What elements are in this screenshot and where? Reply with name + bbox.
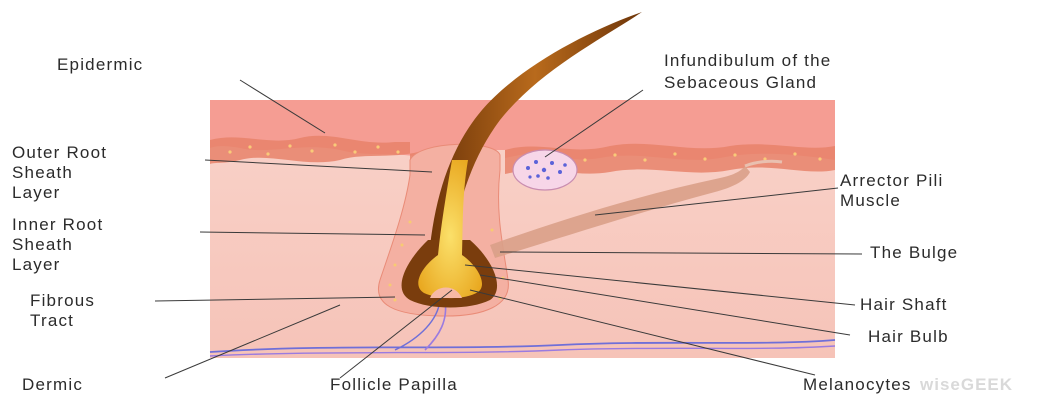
label-infundibulum-line2: Sebaceous Gland xyxy=(664,73,817,92)
label-dermic: Dermic xyxy=(22,375,83,394)
label-arrector-line1: Arrector Pili xyxy=(840,171,943,190)
label-epidermic: Epidermic xyxy=(57,55,143,74)
label-infundibulum-line1: Infundibulum of the xyxy=(664,51,831,70)
label-melanocytes: Melanocytes xyxy=(803,375,912,394)
label-outer-root-line1: Outer Root xyxy=(12,143,107,162)
label-hair-shaft: Hair Shaft xyxy=(860,295,948,314)
label-inner-root-line3: Layer xyxy=(12,255,61,274)
label-fibrous-line2: Tract xyxy=(30,311,74,330)
label-bulge: The Bulge xyxy=(870,243,958,262)
skin-block xyxy=(210,100,835,358)
watermark: wiseGEEK xyxy=(919,375,1013,394)
label-follicle-papilla: Follicle Papilla xyxy=(330,375,458,394)
label-outer-root-line2: Sheath xyxy=(12,163,73,182)
label-inner-root-line1: Inner Root xyxy=(12,215,103,234)
label-hair-bulb: Hair Bulb xyxy=(868,327,949,346)
label-fibrous-line1: Fibrous xyxy=(30,291,95,310)
label-outer-root-line3: Layer xyxy=(12,183,61,202)
label-inner-root-line2: Sheath xyxy=(12,235,73,254)
label-arrector-line2: Muscle xyxy=(840,191,901,210)
